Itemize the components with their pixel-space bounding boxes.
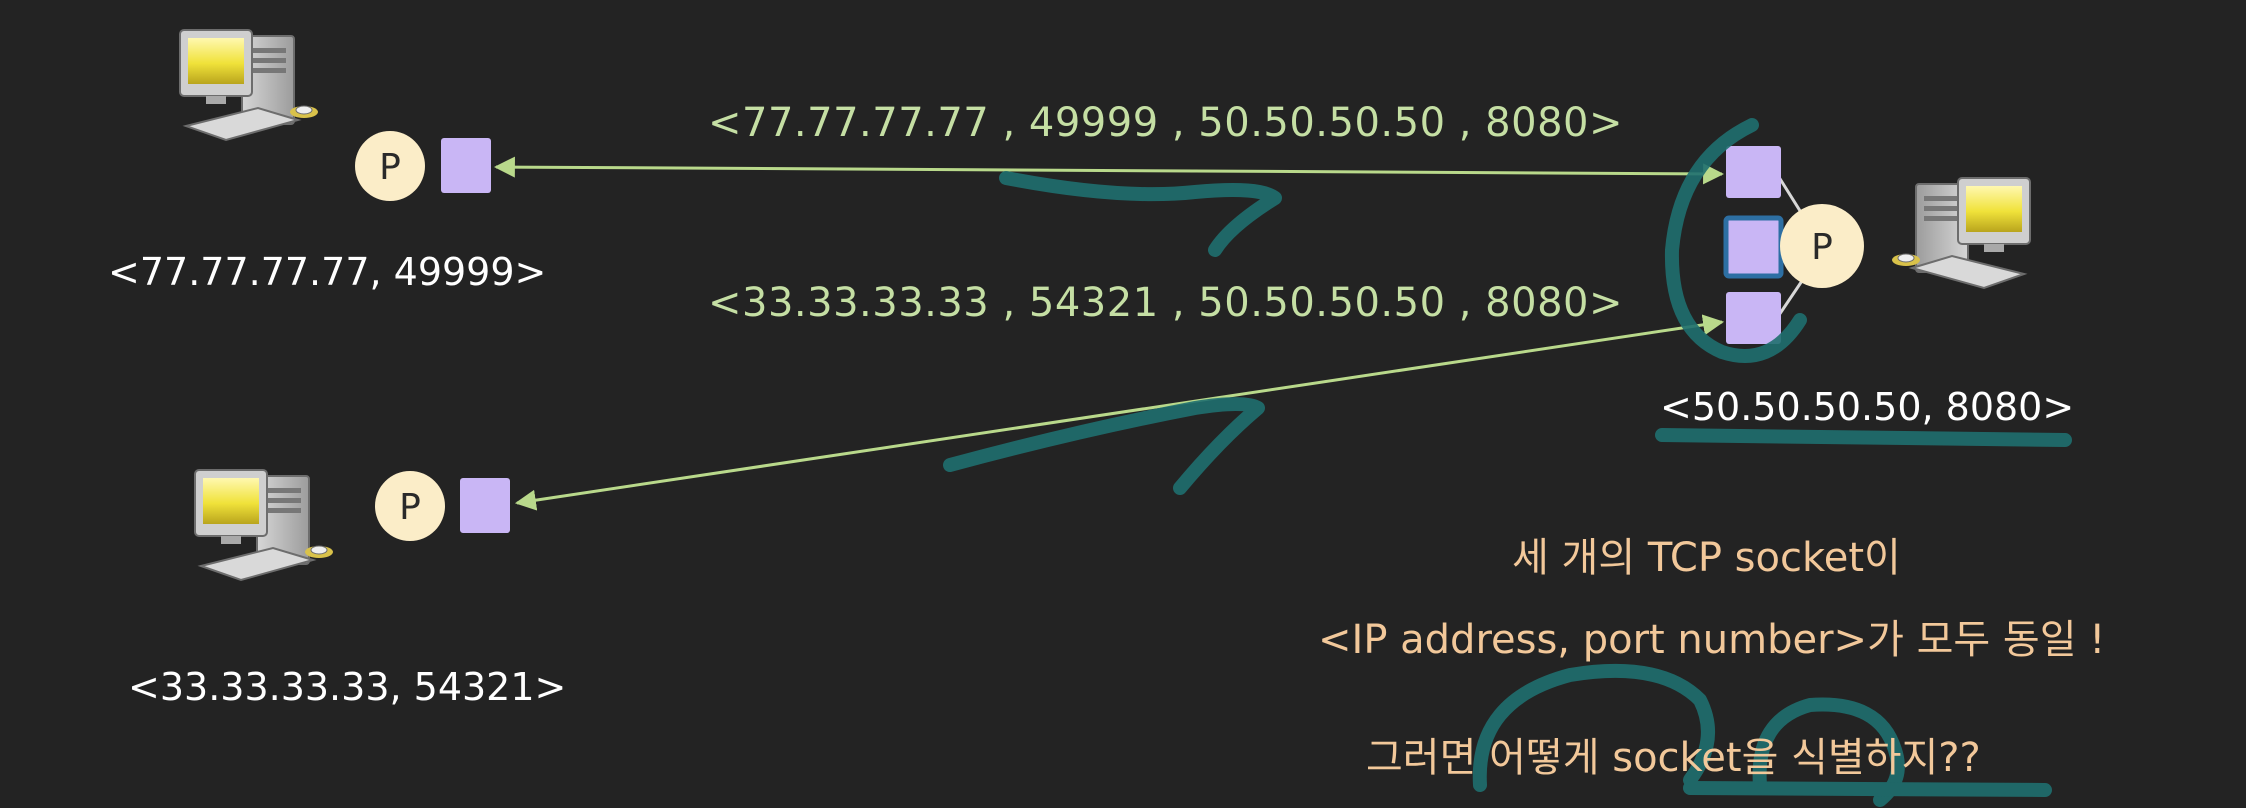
server-process [1780, 204, 1864, 288]
client2-process-label: P [399, 487, 421, 528]
server-socket-1 [1726, 146, 1781, 198]
client1-address: <77.77.77.77, 49999> [108, 250, 547, 294]
client1-process [355, 131, 425, 201]
annotation-strokes [943, 118, 2072, 807]
note-line-1: 세 개의 TCP socket이 [1512, 535, 1901, 581]
server-computer-icon [1891, 177, 2031, 289]
connection-arrow-1 [493, 156, 1725, 185]
client1-computer-icon [179, 29, 319, 141]
client2-process [375, 471, 445, 541]
client1-socket [441, 138, 491, 193]
server-process-label: P [1811, 227, 1833, 268]
server-socket-2 [1723, 215, 1784, 279]
client1-process-label: P [379, 147, 401, 188]
note-line-3: 그러면 어떻게 socket을 식별하지?? [1366, 735, 1981, 781]
connection-tuple-2: <33.33.33.33 , 54321 , 50.50.50.50 , 808… [708, 280, 1623, 326]
client2-computer-icon [194, 469, 334, 581]
server-address: <50.50.50.50, 8080> [1660, 385, 2075, 429]
client2-socket [460, 478, 510, 533]
client2-address: <33.33.33.33, 54321> [128, 665, 567, 709]
note-line-2: <IP address, port number>가 모두 동일 ! [1318, 617, 2106, 663]
connection-arrow-2 [514, 314, 1725, 511]
server-socket-3 [1726, 292, 1781, 344]
connection-tuple-1: <77.77.77.77 , 49999 , 50.50.50.50 , 808… [708, 100, 1623, 146]
